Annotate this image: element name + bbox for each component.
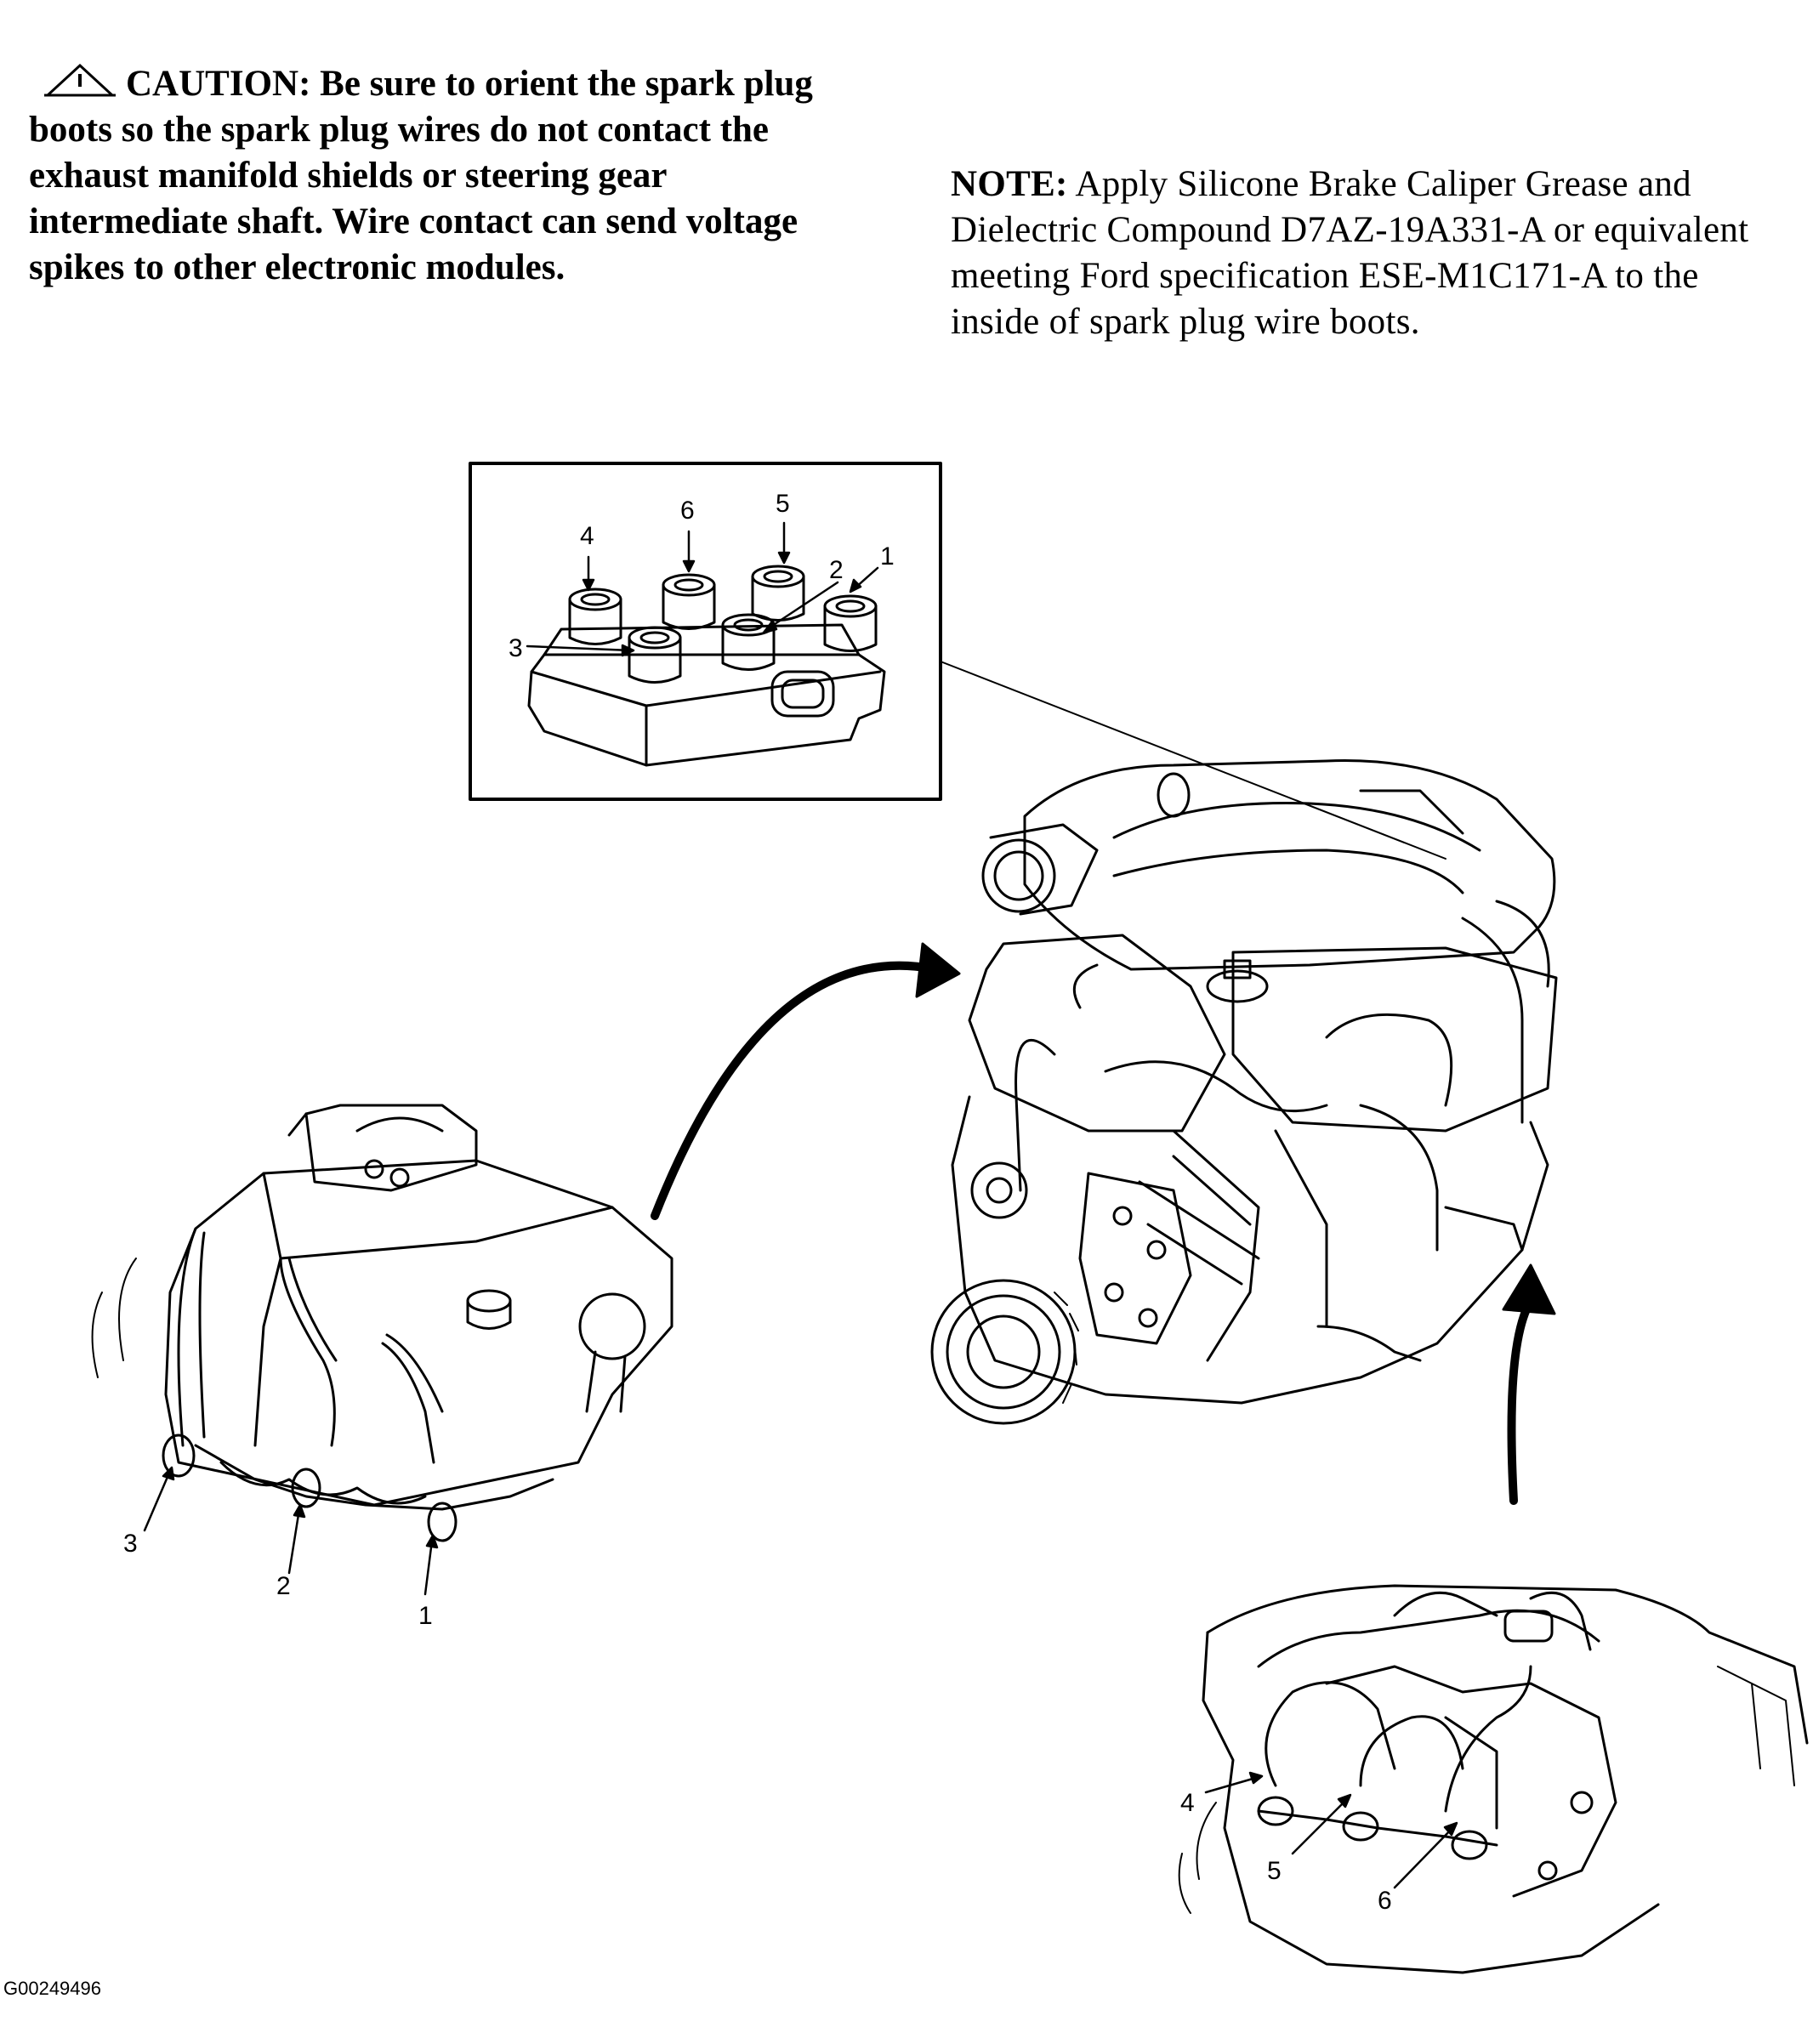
inset-callout-4: 4 — [580, 522, 594, 550]
coil-tower-5 — [751, 565, 805, 622]
inset-frame — [469, 462, 942, 801]
inset-callout-3: 3 — [509, 634, 523, 662]
inset-callout-2: 2 — [829, 556, 844, 584]
inset-callout-5: 5 — [776, 490, 790, 518]
inset-callout-6: 6 — [680, 497, 695, 525]
engine-assembly-drawing — [930, 759, 1558, 1425]
right-callout-4: 4 — [1180, 1789, 1195, 1817]
caution-body: Be sure to orient the spark plug boots s… — [29, 64, 813, 287]
coil-tower-6 — [662, 573, 716, 630]
coil-tower-4 — [568, 588, 622, 645]
caution-label: CAUTION: — [126, 64, 311, 104]
right-bank-drawing — [1178, 1584, 1809, 1974]
left-callout-2: 2 — [276, 1572, 291, 1600]
coil-tower-1 — [823, 594, 878, 652]
coil-tower-3 — [628, 626, 682, 684]
right-to-engine-arrow — [1502, 1263, 1556, 1505]
left-bank-drawing — [91, 1104, 673, 1542]
figure-id: G00249496 — [3, 1978, 101, 1999]
coil-pack-drawing — [527, 565, 886, 767]
left-callout-1: 1 — [418, 1602, 433, 1630]
inset-callout-1: 1 — [880, 542, 895, 571]
left-callout-3: 3 — [123, 1530, 138, 1558]
inset-leader-line — [940, 661, 1446, 860]
right-callout-5: 5 — [1267, 1857, 1282, 1885]
coil-tower-2 — [721, 613, 776, 671]
caution-text: CAUTION: Be sure to orient the spark plu… — [29, 61, 862, 291]
left-to-engine-arrow — [651, 942, 961, 1220]
note-label: NOTE: — [951, 164, 1068, 204]
warning-triangle-icon — [44, 63, 116, 97]
note-text: NOTE: Apply Silicone Brake Caliper Greas… — [951, 162, 1793, 345]
note-body: Apply Silicone Brake Caliper Grease and … — [951, 164, 1749, 342]
coil-pack-inset: 4 6 5 2 1 3 — [469, 462, 1446, 860]
right-callout-6: 6 — [1378, 1887, 1392, 1915]
